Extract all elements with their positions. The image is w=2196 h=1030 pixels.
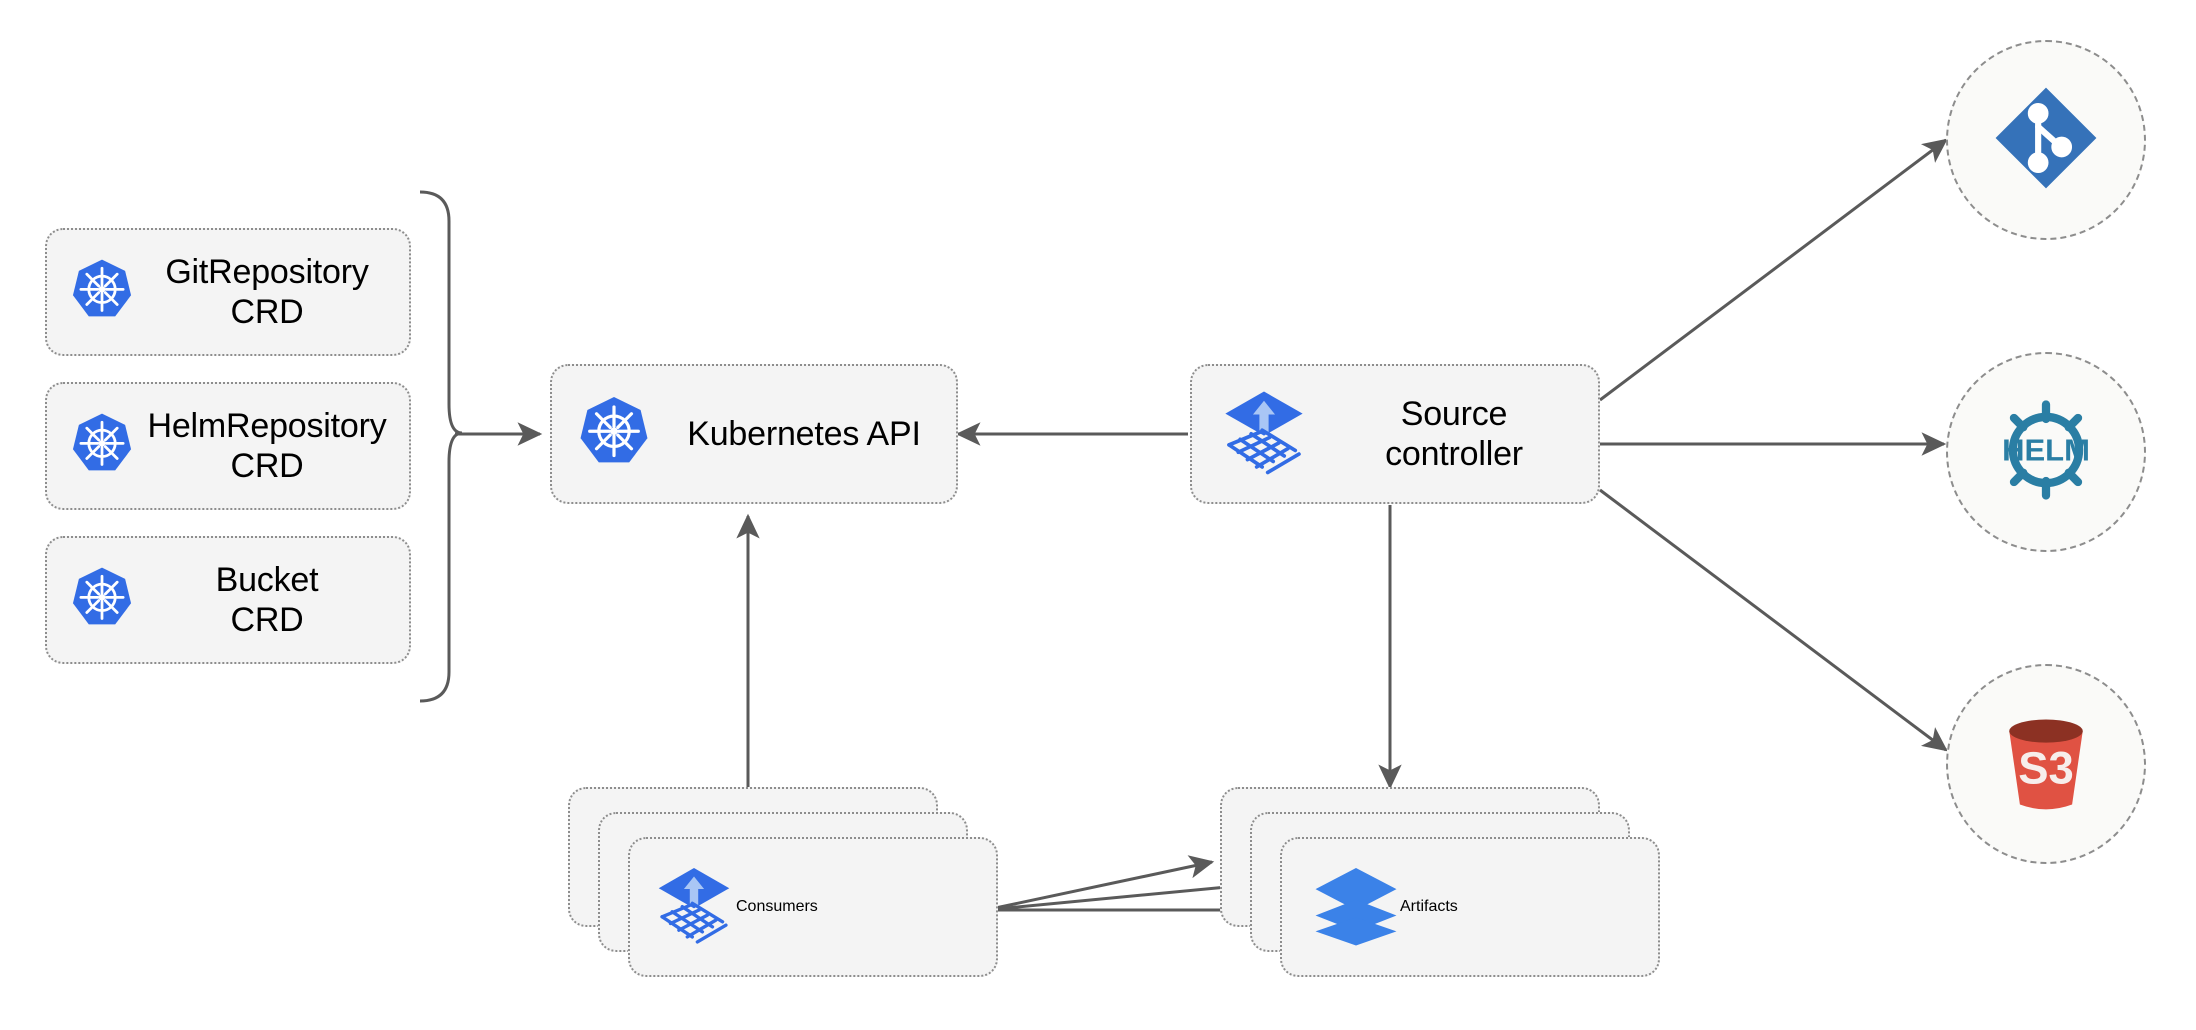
edge-consumers-to-artifacts-1 (985, 855, 1215, 912)
crd-card-gitrepository[interactable]: GitRepository CRD (45, 228, 411, 356)
s3-label: S3 (2018, 742, 2074, 793)
layers-icon (1312, 861, 1400, 954)
kubernetes-icon (69, 257, 135, 328)
node-artifacts-label: Artifacts (1400, 898, 1458, 915)
node-kubernetes-api-label: Kubernetes API (687, 414, 921, 453)
flux-icon (1218, 386, 1310, 483)
crd-card-label: GitRepository CRD (165, 252, 369, 331)
kubernetes-icon (69, 411, 135, 482)
crd-card-helmrepository[interactable]: HelmRepository CRD (45, 382, 411, 510)
node-source-controller[interactable]: Source controller (1190, 364, 1600, 504)
node-consumers-label: Consumers (736, 898, 818, 915)
edge-consumers-to-artifacts-2 (985, 875, 1251, 912)
git-icon (1990, 82, 2102, 199)
crd-card-label: HelmRepository CRD (147, 406, 387, 485)
node-source-controller-label: Source controller (1385, 394, 1523, 473)
kubernetes-icon (576, 394, 652, 475)
edge-source-controller-to-git (1599, 138, 1948, 402)
kubernetes-icon (69, 565, 135, 636)
node-git[interactable] (1946, 40, 2146, 240)
helm-label: HELM (2002, 432, 2090, 467)
crd-card-bucket[interactable]: Bucket CRD (45, 536, 411, 664)
artifacts-sheet-front: Artifacts (1280, 837, 1660, 977)
helm-icon: HELM (1984, 388, 2108, 517)
node-helm[interactable]: HELM (1946, 352, 2146, 552)
edge-source-controller-to-s3 (1599, 488, 1948, 752)
node-consumers[interactable]: Consumers (568, 787, 998, 977)
node-artifacts[interactable]: Artifacts (1220, 787, 1660, 977)
consumers-sheet-front: Consumers (628, 837, 998, 977)
crd-card-label: Bucket CRD (215, 560, 319, 639)
flux-icon (652, 863, 736, 952)
crd-group-bracket (419, 190, 463, 703)
node-s3[interactable]: S3 (1946, 664, 2146, 864)
s3-bucket-icon: S3 (1988, 704, 2104, 825)
node-kubernetes-api[interactable]: Kubernetes API (550, 364, 958, 504)
